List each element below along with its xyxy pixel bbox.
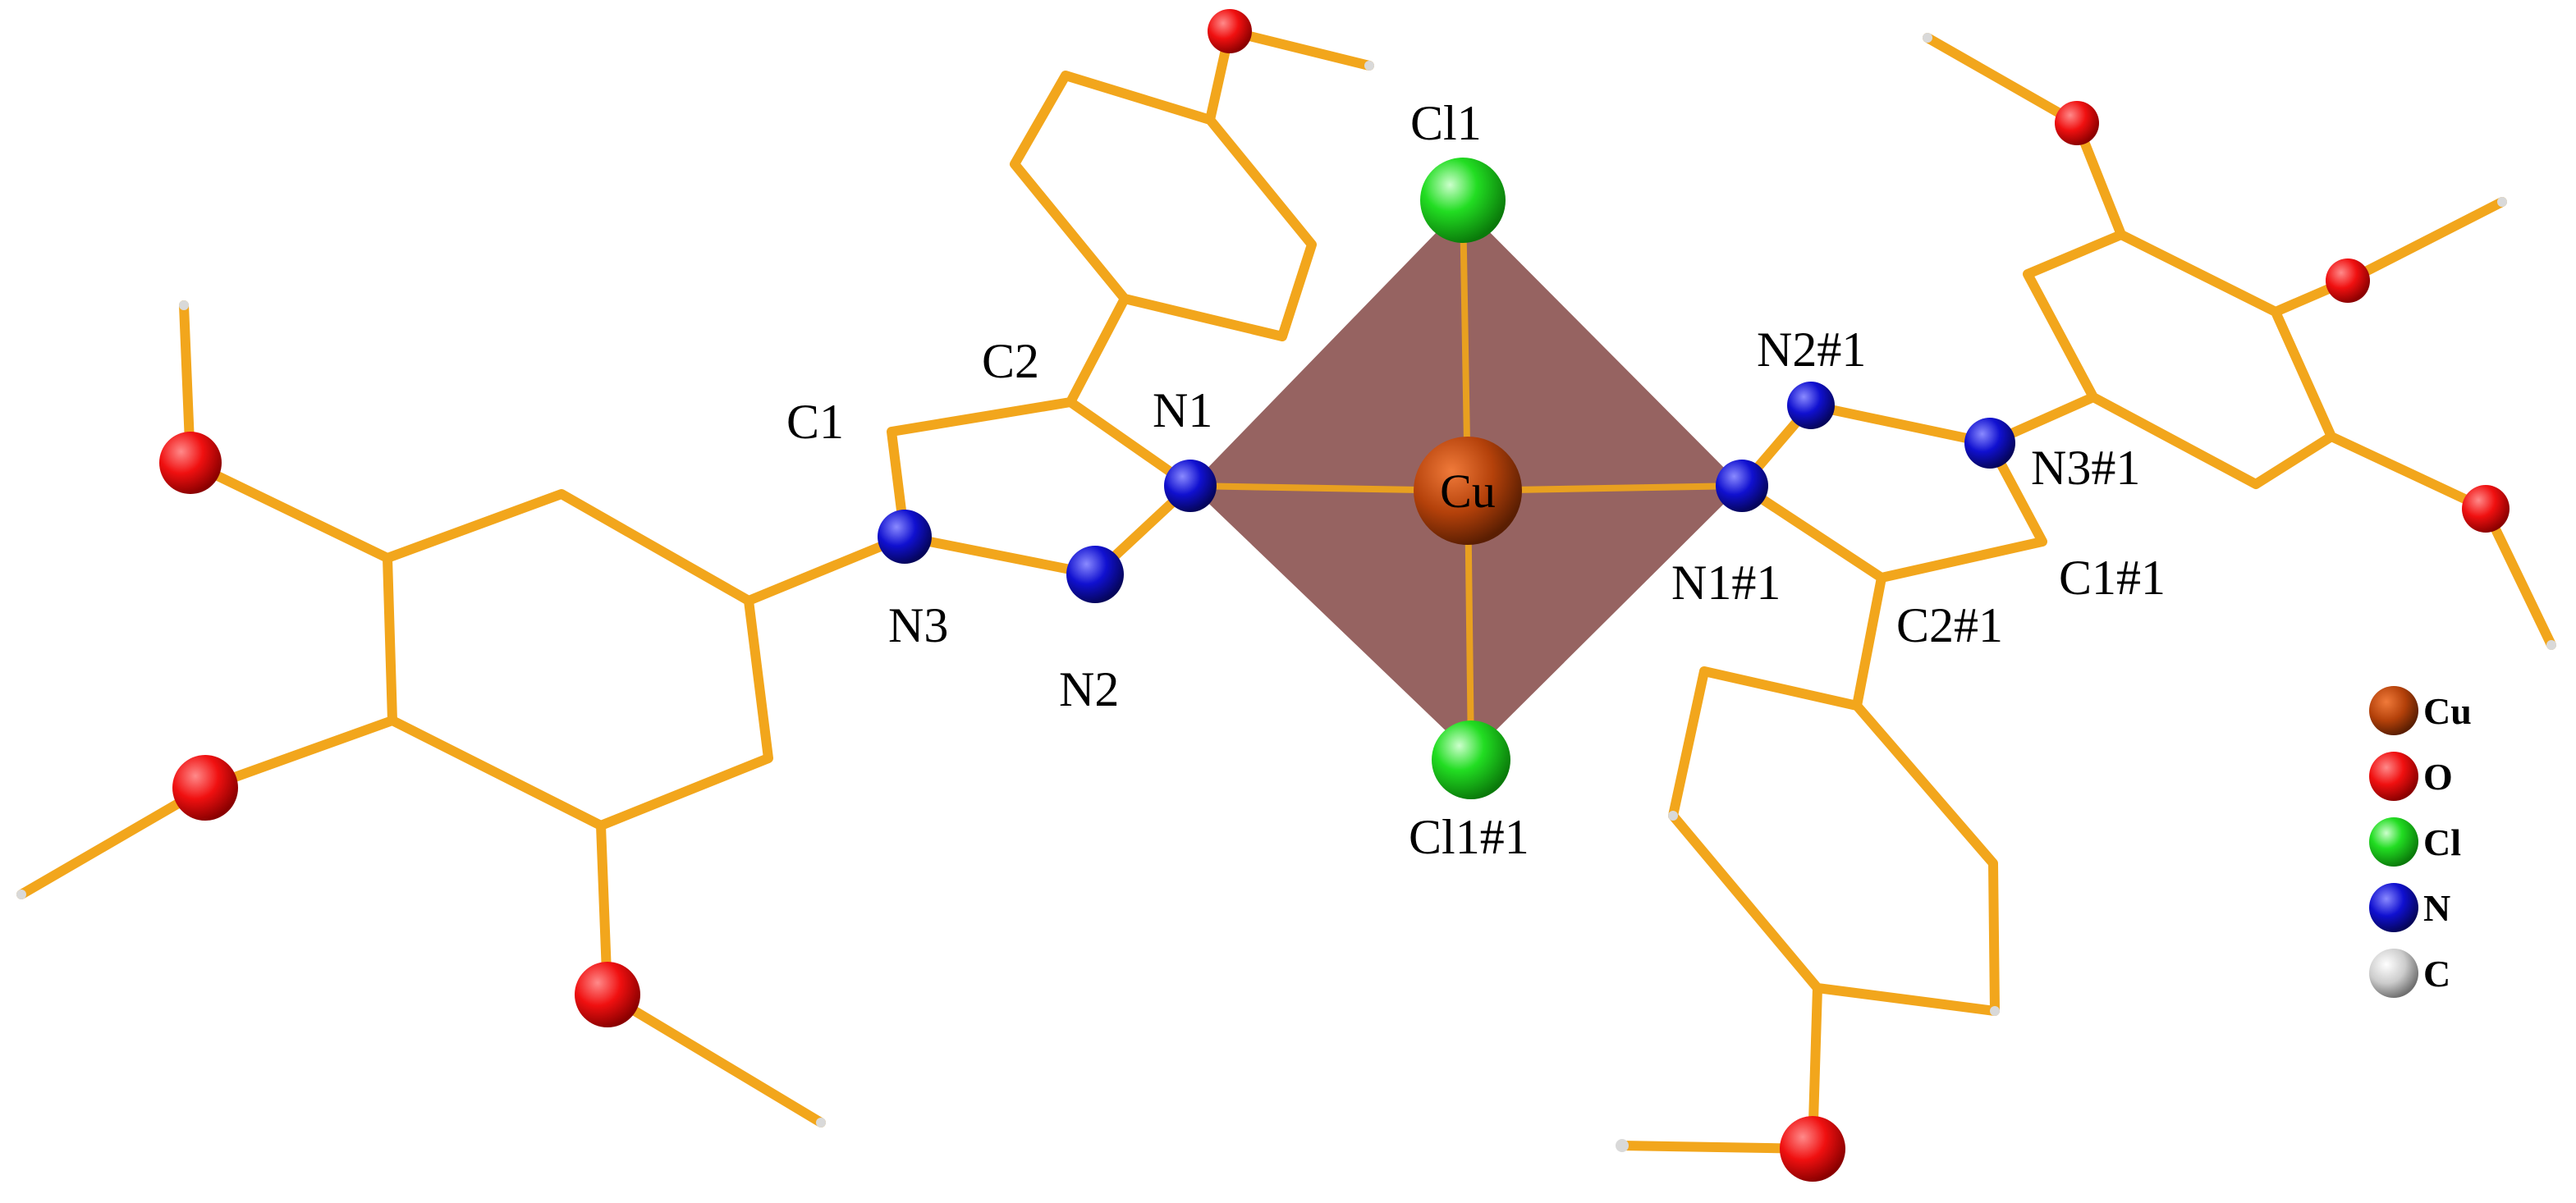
- legend-label-cu: Cu: [2423, 690, 2472, 732]
- legend-label-o: O: [2423, 756, 2453, 798]
- legend-item-cu: Cu: [2369, 686, 2472, 735]
- legend-item-o: O: [2369, 752, 2453, 801]
- cu-label: Cu: [1440, 464, 1496, 518]
- carbon-caps: [16, 33, 2556, 1152]
- cl1-label: Cl1: [1410, 96, 1482, 150]
- c2-1-label: C2#1: [1896, 598, 2003, 652]
- legend-item-c: C: [2369, 949, 2450, 998]
- n1-label: N1: [1153, 383, 1212, 437]
- left-methoxyphenyl-ring: [1010, 71, 1317, 341]
- n3-1-atom: [1964, 418, 2015, 469]
- atom-labels: Cl1 Cl1#1 N1 N2 N3 C1 C2 N1#1 N2#1 N3#1 …: [786, 96, 2166, 864]
- oxygen-atom: [159, 432, 222, 494]
- oxygen-atom: [2462, 485, 2510, 533]
- n2-label: N2: [1059, 662, 1119, 716]
- oxygen-atom: [1780, 1116, 1845, 1182]
- legend-swatch-cl: [2369, 817, 2418, 867]
- legend-item-n: N: [2369, 883, 2450, 932]
- legend-label-cl: Cl: [2423, 821, 2461, 863]
- oxygen-atom: [1208, 9, 1252, 53]
- left-trimethoxyphenyl-ring: [383, 489, 773, 830]
- n1-1-atom: [1716, 460, 1768, 512]
- cl1-1-atom: [1432, 720, 1510, 799]
- right-methoxyphenyl-ring: [1668, 666, 2000, 1016]
- right-ligand-bonds: [1617, 33, 2556, 1154]
- n3-atom: [878, 510, 932, 564]
- oxygen-atom: [172, 755, 238, 821]
- chlorine-atoms: [1420, 158, 1510, 799]
- n1-1-label: N1#1: [1671, 556, 1781, 610]
- legend-label-n: N: [2423, 887, 2450, 929]
- n1-atom: [1164, 460, 1217, 512]
- legend-swatch-n: [2369, 883, 2418, 932]
- cl1-1-label: Cl1#1: [1409, 810, 1529, 864]
- c1-1-label: C1#1: [2059, 551, 2166, 605]
- n2-atom: [1066, 546, 1124, 603]
- c2-label: C2: [982, 334, 1039, 388]
- legend-swatch-cu: [2369, 686, 2418, 735]
- legend-label-c: C: [2423, 953, 2450, 995]
- oxygen-atom: [2326, 258, 2370, 303]
- legend-item-cl: Cl: [2369, 817, 2461, 867]
- legend: Cu O Cl N C: [2369, 686, 2472, 998]
- oxygen-atom: [2055, 101, 2099, 145]
- legend-swatch-c: [2369, 949, 2418, 998]
- oxygen-atoms: [159, 9, 2510, 1182]
- cl1-atom: [1420, 158, 1506, 243]
- n3-label: N3: [888, 598, 948, 652]
- oxygen-atom: [575, 962, 640, 1027]
- legend-swatch-o: [2369, 752, 2418, 801]
- left-ligand-bonds: [16, 26, 1374, 1128]
- n3-1-label: N3#1: [2031, 441, 2140, 495]
- n2-1-atom: [1787, 382, 1835, 429]
- left-triazole-ring: [887, 397, 1195, 579]
- nitrogen-atoms: [878, 382, 2015, 603]
- copper-atom: [1414, 437, 1522, 545]
- c1-label: C1: [786, 395, 844, 449]
- n2-1-label: N2#1: [1757, 322, 1866, 377]
